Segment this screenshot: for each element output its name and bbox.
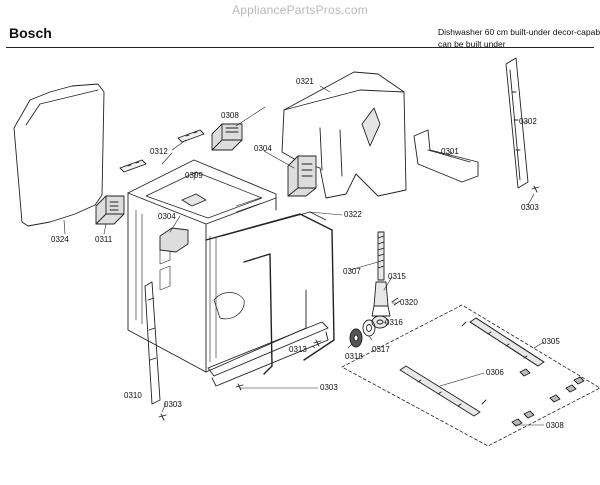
label-0312: 0312: [150, 147, 168, 156]
part-0304-clip-right[interactable]: [287, 155, 317, 197]
part-0306-rail[interactable]: [399, 321, 487, 417]
leader-lines: [63, 85, 545, 426]
part-0302-vertical-rail[interactable]: [505, 57, 529, 189]
part-0301-bracket[interactable]: [413, 129, 479, 183]
label-0303-base: 0303: [320, 383, 338, 392]
part-0315-base-rail[interactable]: [207, 321, 329, 387]
label-0303-left: 0303: [164, 400, 182, 409]
watermark: AppliancePartsPros.com: [232, 3, 368, 17]
part-0320-screw[interactable]: [391, 297, 401, 306]
label-0317: 0316: [385, 318, 403, 327]
label-0320: 0320: [400, 298, 418, 307]
part-0307-threaded-pin[interactable]: [377, 231, 385, 281]
label-0319: 0318: [345, 352, 363, 361]
label-0313: 0310: [124, 391, 142, 400]
part-0304-clip-left[interactable]: [159, 227, 189, 253]
part-0308-fittings[interactable]: [511, 368, 585, 427]
label-0308: 0308: [546, 421, 564, 430]
model-description: Dishwasher 60 cm built-under decor-capab…: [438, 26, 600, 50]
label-0304-right: 0304: [254, 144, 272, 153]
part-0310-clip[interactable]: [211, 123, 243, 151]
part-0305-rail[interactable]: [469, 317, 545, 367]
part-0303-screws[interactable]: [158, 185, 540, 421]
label-0315: 0313: [289, 345, 307, 354]
part-0312-hinge-bars[interactable]: [119, 129, 205, 173]
part-0311-clip[interactable]: [95, 195, 125, 225]
label-0304-left: 0304: [158, 212, 176, 221]
description-line-1: Dishwasher 60 cm built-under decor-capab: [438, 27, 600, 37]
header-divider: [6, 47, 594, 48]
description-line-2: can be built under: [438, 39, 506, 49]
label-0318: 0317: [372, 345, 390, 354]
part-0322-door-seal[interactable]: [205, 211, 335, 375]
label-0306: 0306: [486, 368, 504, 377]
label-0309: 0309: [185, 171, 203, 180]
part-0319-disc[interactable]: [349, 328, 363, 348]
part-0317-nut[interactable]: [371, 315, 389, 329]
label-0301: 0301: [441, 147, 459, 156]
label-0316: 0315: [388, 272, 406, 281]
label-0305: 0305: [542, 337, 560, 346]
label-0324: 0324: [51, 235, 69, 244]
label-0321: 0321: [296, 77, 314, 86]
label-0311: 0311: [95, 235, 113, 244]
label-0303-right: 0303: [521, 203, 539, 212]
part-0318-washer[interactable]: [362, 319, 376, 337]
part-0324-insulation-panel[interactable]: [13, 83, 105, 227]
dishwasher-tub: [127, 159, 307, 373]
part-0313-seal-strip[interactable]: [144, 281, 161, 405]
label-0302: 0302: [519, 117, 537, 126]
brand-title: Bosch: [9, 25, 52, 41]
part-kit-box: [341, 304, 600, 447]
label-0307: 0307: [343, 267, 361, 276]
part-0316-foot[interactable]: [371, 281, 391, 317]
label-0310: 0308: [221, 111, 239, 120]
label-0322: 0322: [344, 210, 362, 219]
